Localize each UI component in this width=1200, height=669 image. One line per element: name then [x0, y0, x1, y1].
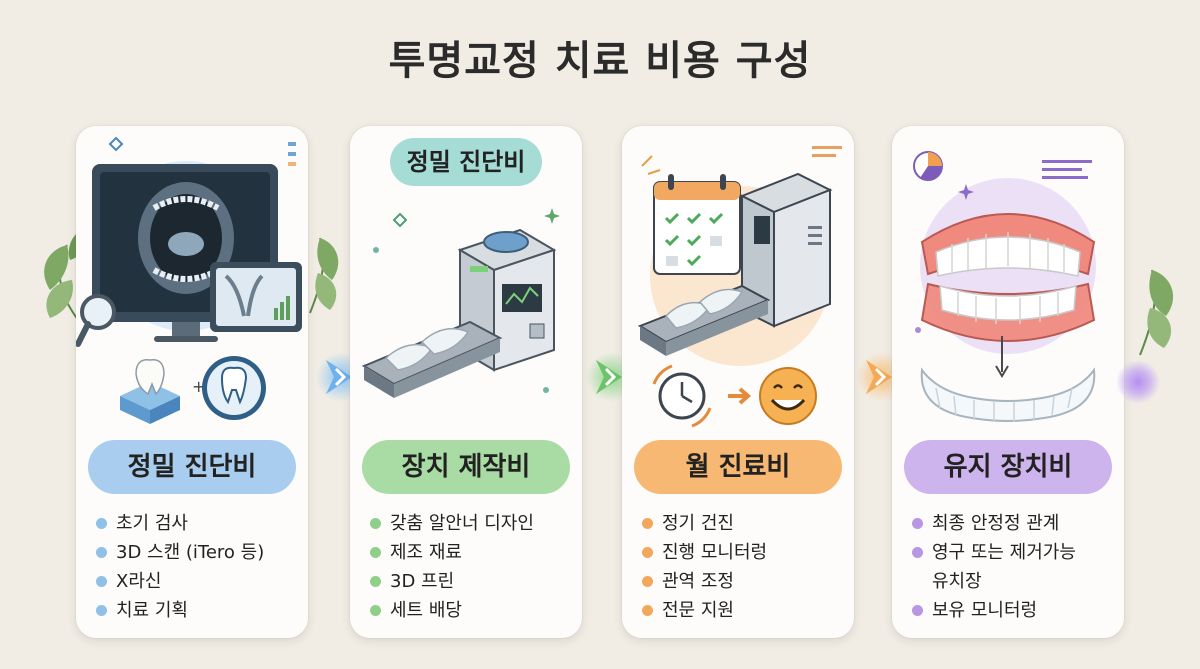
bullet-icon	[96, 547, 107, 558]
card-top-label: 정밀 진단비	[390, 138, 542, 186]
leaf-right-icon	[1139, 269, 1174, 356]
retention-illustration	[913, 151, 1096, 422]
list-item: 세트 배당	[368, 596, 573, 625]
list-item: X라신	[94, 567, 299, 596]
bullet-icon	[370, 576, 381, 587]
item-list: 최종 안정정 관계 영구 또는 제거가능 유치장 보유 모니터렁	[910, 509, 1115, 625]
item-list: 초기 검사 3D 스캔 (iTero 등) X라신 치료 기획	[94, 509, 299, 625]
list-item: 3D 프린	[368, 567, 573, 596]
pie-chart-icon	[913, 151, 943, 181]
page-title: 투명교정 치료 비용 구성	[388, 38, 812, 84]
card-monthly: 월 진료비 정기 건진 진행 모니터렁 관역 조정 전문 지원	[622, 126, 854, 638]
card-label: 정밀 진단비	[88, 440, 296, 494]
card-label: 월 진료비	[634, 440, 842, 494]
card-diagnosis: + 정밀 진단비 초기 검사 3D 스캔 (iTero 등) X라신 치료 기획	[76, 126, 308, 638]
list-item: 영구 또는 제거가능	[910, 538, 1115, 567]
list-item: 관역 조정	[640, 567, 845, 596]
tooth-block-icon	[120, 359, 180, 424]
bullet-icon	[370, 605, 381, 616]
bullet-icon	[642, 518, 653, 529]
calendar-icon	[653, 174, 741, 275]
list-item: 최종 안정정 관계	[910, 509, 1115, 538]
bullet-icon	[370, 547, 381, 558]
card-label: 유지 장치비	[904, 440, 1112, 494]
list-item: 3D 스캔 (iTero 등)	[94, 538, 299, 567]
list-item: 제조 재료	[368, 538, 573, 567]
list-item: 치료 기획	[94, 596, 299, 625]
item-list: 정기 건진 진행 모니터렁 관역 조정 전문 지원	[640, 509, 845, 625]
list-item: 전문 지원	[640, 596, 845, 625]
clock-icon	[652, 364, 712, 428]
leaf-middle-icon	[309, 237, 339, 314]
magnifier-icon	[76, 294, 116, 347]
card-retention: 유지 장치비 최종 안정정 관계 영구 또는 제거가능 유치장 보유 모니터렁	[892, 126, 1124, 638]
bullet-icon	[642, 576, 653, 587]
conveyor-aligner-icon	[637, 284, 771, 356]
list-item: 보유 모니터렁	[910, 596, 1115, 625]
list-item: 진행 모니터렁	[640, 538, 845, 567]
list-item: 갖춤 알안너 디자인	[368, 509, 573, 538]
item-list: 갖춤 알안너 디자인 제조 재료 3D 프린 세트 배당	[368, 509, 573, 625]
bullet-icon	[96, 605, 107, 616]
conveyor-aligner-icon	[361, 320, 503, 398]
fabrication-illustration	[361, 208, 560, 398]
bullet-icon	[912, 547, 923, 558]
diagnosis-illustration: +	[76, 136, 302, 424]
list-item: 정기 건진	[640, 509, 845, 538]
bullet-icon	[642, 547, 653, 558]
smiley-icon	[759, 367, 817, 425]
bullet-icon	[912, 518, 923, 529]
bullet-icon	[912, 605, 923, 616]
list-item: 초기 검사	[94, 509, 299, 538]
card-fabrication: 정밀 진단비 장치 제작비 갖춤 알안너 디자인 제조 재료 3D 프린 세트 …	[350, 126, 582, 638]
bullet-icon	[370, 518, 381, 529]
card-label: 장치 제작비	[362, 440, 570, 494]
bullet-icon	[642, 605, 653, 616]
xray-tablet-icon	[210, 262, 302, 332]
monthly-illustration	[637, 146, 842, 428]
glow-dot-icon	[1116, 360, 1160, 404]
svg-text:+: +	[192, 377, 205, 396]
bullet-icon	[96, 518, 107, 529]
teeth-model-icon	[920, 213, 1096, 342]
list-item: 유치장	[932, 571, 982, 592]
retainer-icon	[920, 367, 1096, 422]
bullet-icon	[96, 576, 107, 587]
tooth-icon	[202, 356, 266, 420]
